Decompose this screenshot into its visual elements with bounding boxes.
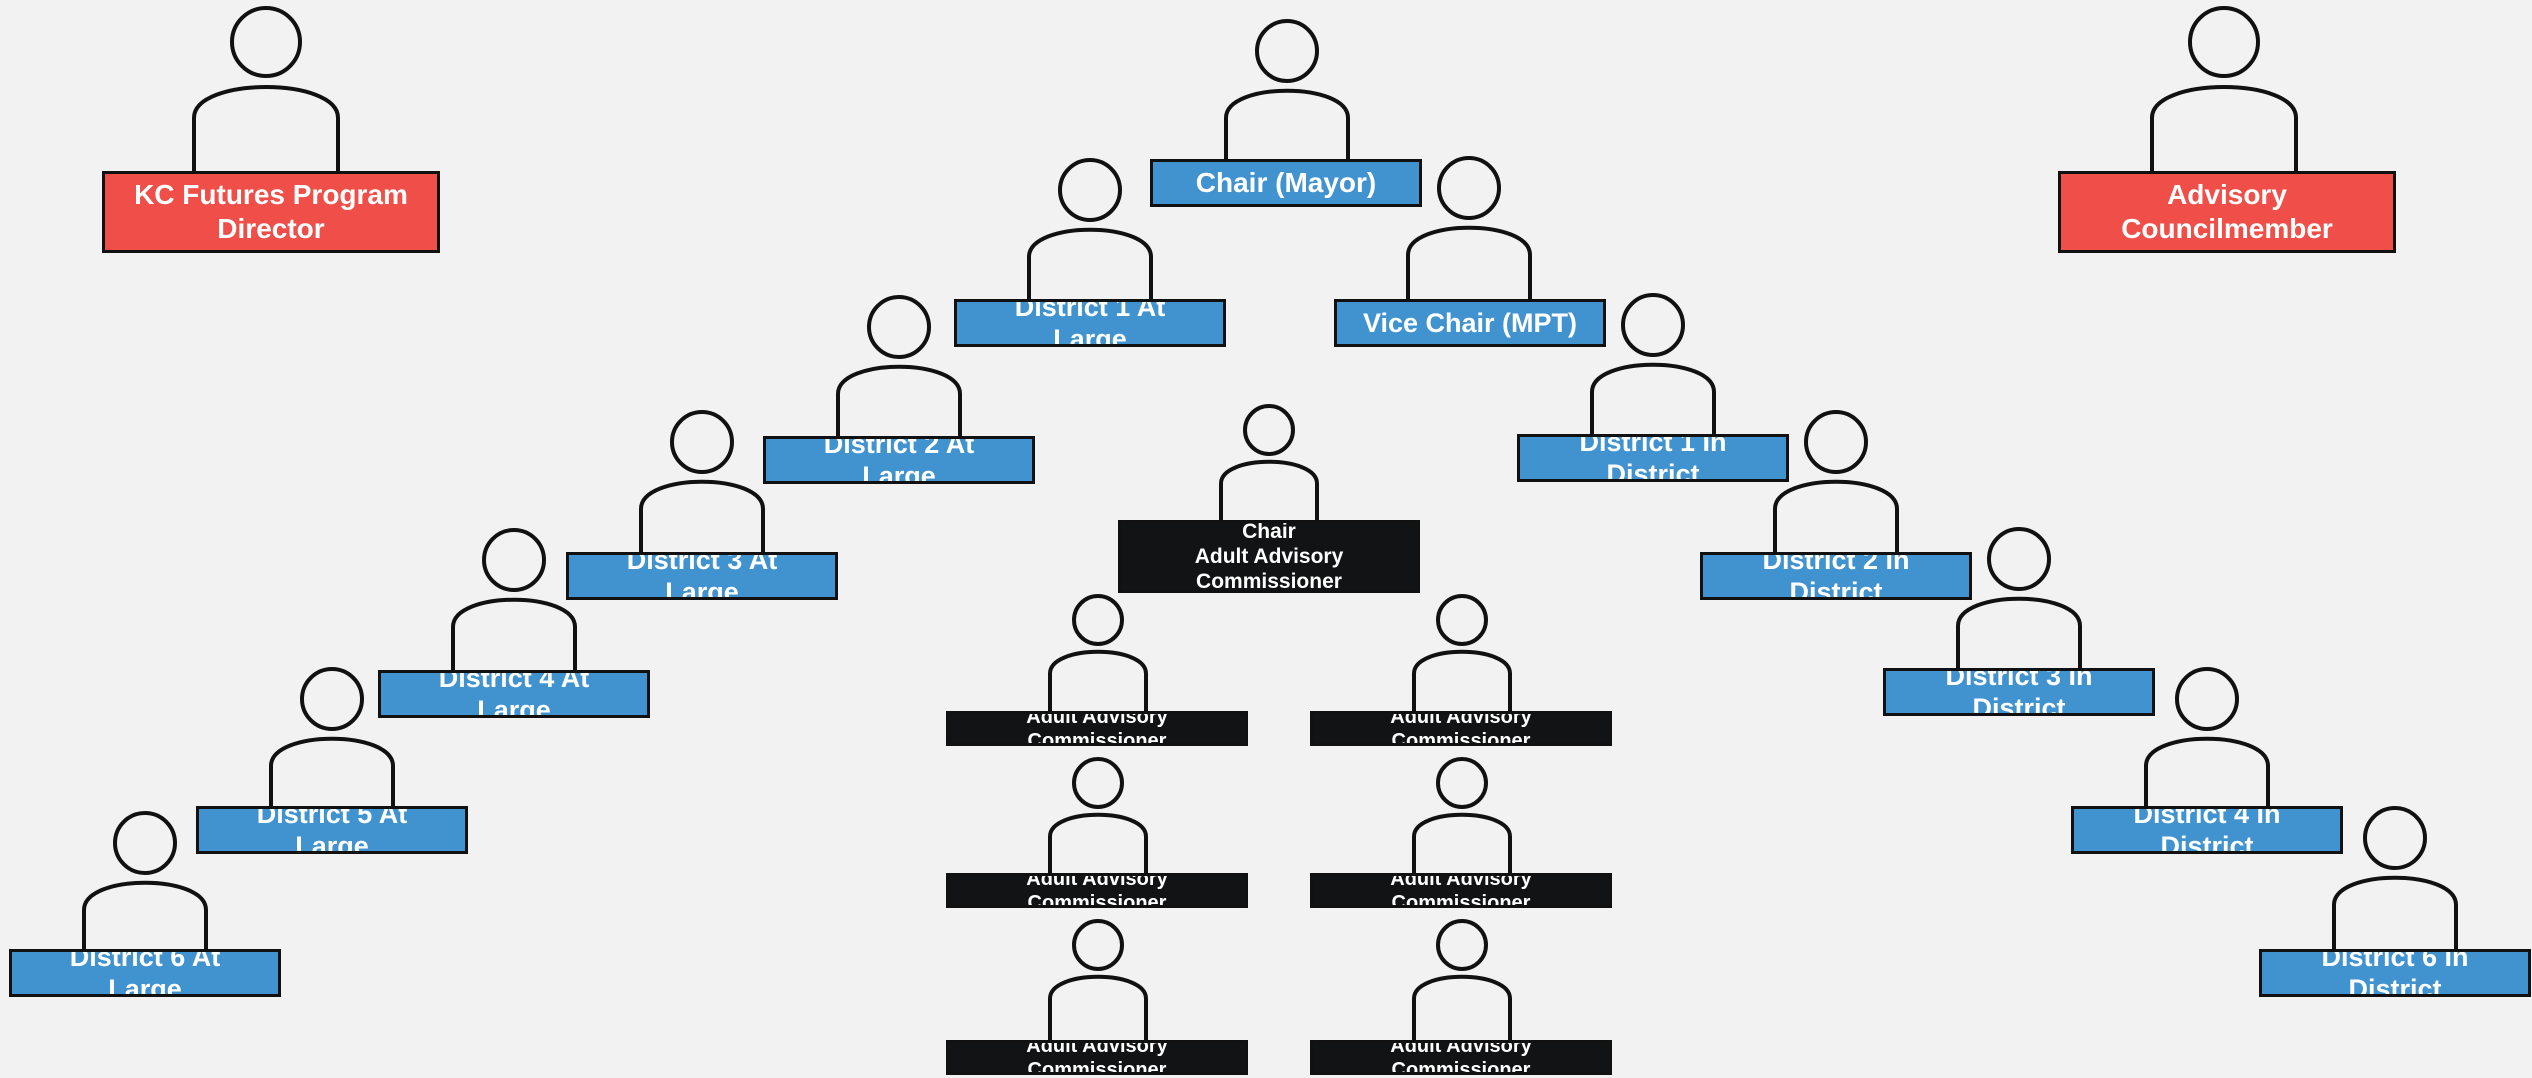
- org-node-box: District 1 At Large: [954, 299, 1226, 347]
- person-head: [1072, 594, 1124, 646]
- person-head: [1621, 293, 1685, 357]
- person-head: [1255, 19, 1319, 83]
- person-head: [2175, 667, 2239, 731]
- person-shoulders: [2332, 875, 2458, 949]
- org-node-label: District 3 In District: [1945, 668, 2093, 716]
- person-shoulders: [1412, 649, 1512, 711]
- person-shoulders: [269, 736, 395, 806]
- org-node-label: Adult Advisory Commissioner: [1026, 873, 1168, 908]
- org-node-box: District 2 In District: [1700, 552, 1972, 600]
- person-head: [230, 6, 302, 78]
- person-head: [300, 667, 364, 731]
- person-shoulders: [2144, 736, 2270, 806]
- org-node-label: Adult Advisory Commissioner: [1026, 1040, 1168, 1075]
- person-shoulders: [1412, 812, 1512, 873]
- person-head: [2188, 6, 2260, 78]
- org-node-box: Adult Advisory Commissioner: [946, 711, 1248, 746]
- person-shoulders: [192, 85, 340, 171]
- person-shoulders: [1219, 459, 1319, 520]
- person-shoulders: [1027, 227, 1153, 299]
- person-head: [2363, 806, 2427, 870]
- person-head: [113, 811, 177, 875]
- person-shoulders: [1406, 225, 1532, 299]
- person-head: [1058, 158, 1122, 222]
- person-shoulders: [451, 597, 577, 670]
- org-node-box: District 3 At Large: [566, 552, 838, 600]
- org-node-box: District 1 In District: [1517, 434, 1789, 482]
- person-head: [1072, 757, 1124, 809]
- org-node-label: Adult Advisory Commissioner: [1026, 711, 1168, 746]
- org-node-box: District 5 At Large: [196, 806, 468, 854]
- person-head: [1436, 757, 1488, 809]
- org-node-label: Chair Adult Advisory Commissioner: [1194, 520, 1344, 593]
- org-node-label: District 5 At Large: [256, 806, 408, 854]
- org-node-label: Vice Chair (MPT): [1362, 307, 1578, 338]
- person-shoulders: [1224, 88, 1350, 159]
- person-shoulders: [2150, 85, 2298, 171]
- org-node-box: Chair Adult Advisory Commissioner: [1118, 520, 1420, 593]
- org-node-label: District 4 At Large: [438, 670, 590, 718]
- org-node-label: Advisory Councilmember: [2121, 179, 2333, 244]
- org-node-box: Chair (Mayor): [1150, 159, 1422, 207]
- person-shoulders: [836, 364, 962, 436]
- person-head: [482, 528, 546, 592]
- person-shoulders: [1412, 974, 1512, 1040]
- person-shoulders: [1773, 479, 1899, 552]
- org-node-box: District 4 At Large: [378, 670, 650, 718]
- org-node-box: District 6 At Large: [9, 949, 281, 997]
- person-head: [1436, 919, 1488, 971]
- org-node-box: Adult Advisory Commissioner: [1310, 1040, 1612, 1075]
- org-node-box: Adult Advisory Commissioner: [946, 1040, 1248, 1075]
- org-node-label: Chair (Mayor): [1195, 167, 1377, 199]
- org-node-box: Adult Advisory Commissioner: [1310, 873, 1612, 908]
- person-shoulders: [1590, 362, 1716, 434]
- org-node-label: District 1 At Large: [1014, 299, 1166, 347]
- org-node-label: District 1 In District: [1579, 434, 1727, 482]
- org-node-box: District 2 At Large: [763, 436, 1035, 484]
- org-node-box: Advisory Councilmember: [2058, 171, 2396, 253]
- org-node-label: District 3 At Large: [626, 552, 778, 600]
- person-head: [867, 295, 931, 359]
- org-node-box: District 6 In District: [2259, 949, 2531, 997]
- person-shoulders: [1048, 812, 1148, 873]
- org-node-box: Adult Advisory Commissioner: [1310, 711, 1612, 746]
- person-shoulders: [639, 479, 765, 552]
- person-head: [1987, 527, 2051, 591]
- person-head: [670, 410, 734, 474]
- person-head: [1437, 156, 1501, 220]
- person-head: [1436, 594, 1488, 646]
- org-node-label: Adult Advisory Commissioner: [1390, 711, 1532, 746]
- person-head: [1243, 404, 1295, 456]
- org-node-label: District 2 In District: [1762, 552, 1910, 600]
- org-node-label: District 6 In District: [2321, 949, 2469, 997]
- org-node-label: District 4 In District: [2133, 806, 2281, 854]
- org-node-box: Vice Chair (MPT): [1334, 299, 1606, 347]
- org-node-box: Adult Advisory Commissioner: [946, 873, 1248, 908]
- person-head: [1072, 919, 1124, 971]
- org-node-label: District 6 At Large: [69, 949, 221, 997]
- person-shoulders: [82, 880, 208, 949]
- org-node-label: Adult Advisory Commissioner: [1390, 1040, 1532, 1075]
- org-node-box: KC Futures Program Director: [102, 171, 440, 253]
- org-node-label: Adult Advisory Commissioner: [1390, 873, 1532, 908]
- person-head: [1804, 410, 1868, 474]
- person-shoulders: [1048, 974, 1148, 1040]
- org-node-box: District 4 In District: [2071, 806, 2343, 854]
- org-node-label: District 2 At Large: [823, 436, 975, 484]
- org-node-label: KC Futures Program Director: [134, 179, 408, 244]
- person-shoulders: [1048, 649, 1148, 711]
- org-node-box: District 3 In District: [1883, 668, 2155, 716]
- person-shoulders: [1956, 596, 2082, 668]
